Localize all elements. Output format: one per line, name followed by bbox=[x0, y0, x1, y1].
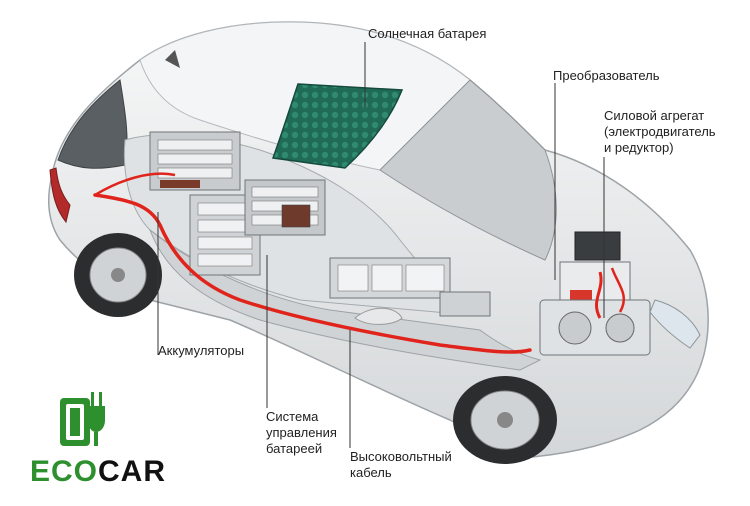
solar-panel bbox=[271, 83, 404, 169]
side-mirror bbox=[354, 307, 403, 325]
front-wheel bbox=[453, 376, 557, 464]
rear-wheel bbox=[74, 233, 162, 317]
label-power-unit: Силовой агрегат (электродвигатель и реду… bbox=[604, 108, 716, 155]
ecocar-plug-icon bbox=[60, 392, 105, 446]
label-hv-cable: Высоковольтный кабель bbox=[350, 449, 452, 480]
label-batteries: Аккумуляторы bbox=[158, 343, 245, 358]
label-battery-management: Система управления батареей bbox=[266, 409, 337, 456]
floor-pan bbox=[148, 228, 542, 371]
label-solar-battery: Солнечная батарея bbox=[368, 26, 487, 41]
logo-eco: ECO bbox=[30, 455, 99, 488]
mid-battery-pack bbox=[189, 179, 326, 276]
ecocar-logo: ECOCAR bbox=[30, 455, 166, 489]
leader-lines bbox=[157, 42, 605, 448]
windshield bbox=[379, 79, 557, 261]
charging-cable bbox=[94, 172, 176, 197]
headlight bbox=[649, 299, 701, 349]
front-battery-row bbox=[329, 257, 491, 317]
power-unit bbox=[539, 267, 651, 356]
label-converter: Преобразователь bbox=[553, 68, 660, 83]
high-voltage-cable bbox=[93, 193, 532, 354]
logo-car: CAR bbox=[98, 455, 167, 488]
roof-antenna bbox=[165, 50, 180, 68]
tail-light bbox=[49, 167, 71, 224]
rear-battery-pack bbox=[149, 131, 241, 191]
rear-window bbox=[57, 79, 128, 169]
